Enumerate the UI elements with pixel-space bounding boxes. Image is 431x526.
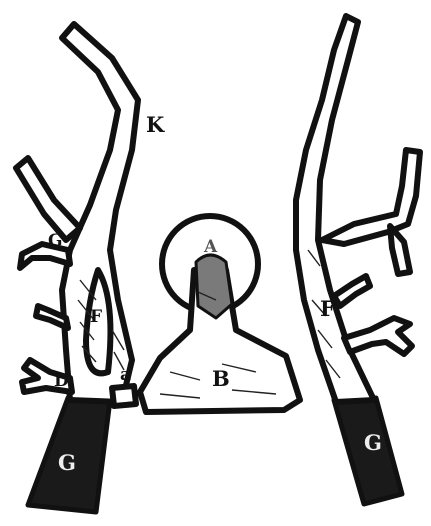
label-F-right: F — [320, 296, 335, 321]
right-vessel-tree — [296, 16, 420, 504]
label-a: a — [120, 365, 131, 385]
label-G-left-upper: G — [48, 231, 63, 251]
label-D: D — [54, 371, 69, 391]
label-G-right-lower: G — [364, 430, 382, 455]
label-A: A — [203, 237, 218, 257]
right-side-branch — [390, 226, 410, 274]
right-upper-branch — [322, 150, 420, 244]
right-mid-twig — [334, 276, 370, 306]
label-K: K — [146, 112, 165, 137]
organ-inner-stem — [196, 255, 232, 318]
label-G-left-lower: G — [58, 450, 76, 475]
label-B: B — [212, 366, 230, 391]
label-F-left: F — [90, 307, 102, 327]
left-upper-branch — [16, 158, 80, 240]
left-vessel-tree — [16, 24, 138, 512]
left-junction-a — [112, 386, 136, 406]
right-lower-twig — [344, 318, 412, 354]
